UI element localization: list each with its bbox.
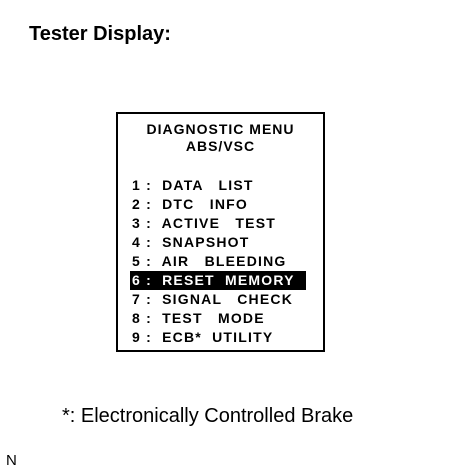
menu-title: DIAGNOSTIC MENU — [146, 121, 295, 137]
menu-item-signal-check[interactable]: 7 : SIGNAL CHECK — [132, 291, 294, 307]
menu-item-active-test[interactable]: 3 : ACTIVE TEST — [132, 215, 276, 231]
menu-item-dtc-info[interactable]: 2 : DTC INFO — [132, 196, 248, 212]
page-heading: Tester Display: — [29, 23, 171, 45]
footnote: *: Electronically Controlled Brake — [62, 405, 354, 427]
diagnostic-menu-list: 1 : DATA LIST 2 : DTC INFO 3 : ACTIVE TE… — [130, 176, 306, 347]
menu-item-ecb-utility[interactable]: 9 : ECB* UTILITY — [132, 329, 274, 345]
menu-item-test-mode[interactable]: 8 : TEST MODE — [132, 310, 265, 326]
menu-item-snapshot[interactable]: 4 : SNAPSHOT — [132, 234, 250, 250]
menu-subtitle: ABS/VSC — [185, 138, 256, 154]
tester-display-screen: DIAGNOSTIC MENU ABS/VSC 1 : DATA LIST 2 … — [116, 112, 325, 352]
menu-item-air-bleeding[interactable]: 5 : AIR BLEEDING — [132, 253, 287, 269]
menu-item-reset-memory[interactable]: 6 : RESET MEMORY — [130, 271, 306, 290]
corner-mark: N — [6, 452, 17, 469]
menu-item-data-list[interactable]: 1 : DATA LIST — [132, 177, 254, 193]
